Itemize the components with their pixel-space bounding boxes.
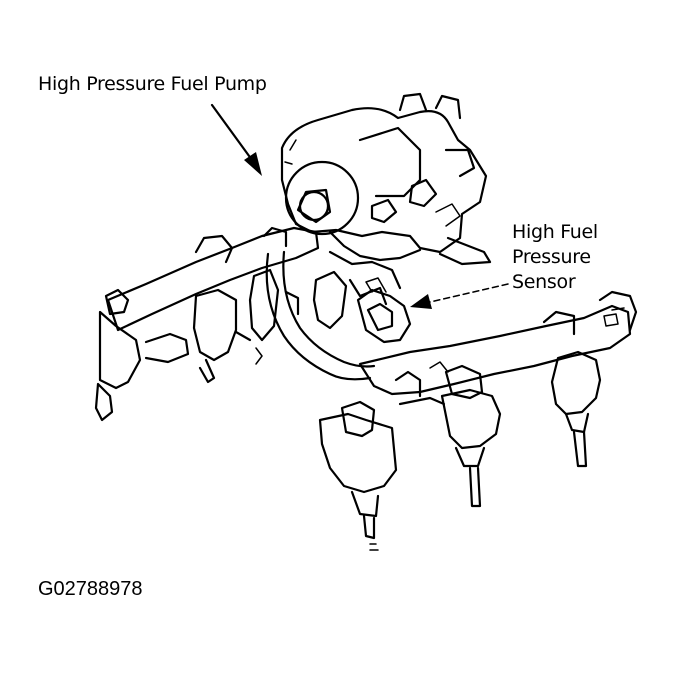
injector-front-middle [440, 364, 502, 508]
pump-leader-arrow [210, 103, 262, 176]
high-pressure-fuel-pump [280, 92, 492, 266]
left-fuel-rail [94, 226, 348, 422]
sensor-label-line-2: Pressure [512, 246, 591, 268]
high-fuel-pressure-sensor [356, 277, 412, 344]
injector-front-right [550, 350, 602, 468]
sensor-label-line-3: Sensor [512, 271, 576, 293]
sensor-leader-arrow [410, 283, 509, 309]
injector-front-left [318, 400, 398, 551]
pump-label: High Pressure Fuel Pump [38, 73, 267, 95]
connector-hoses [234, 330, 449, 406]
right-fuel-rail [358, 290, 638, 396]
figure-id: G02788978 [38, 578, 143, 600]
fuel-feed-tube [265, 250, 402, 381]
sensor-label: High Fuel Pressure Sensor [512, 220, 598, 295]
sensor-label-line-1: High Fuel [512, 221, 598, 243]
